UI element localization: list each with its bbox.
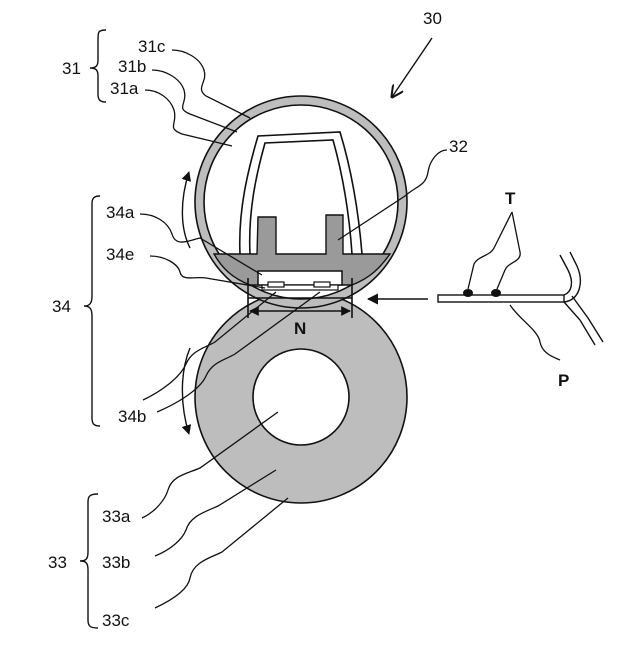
brace-31 (90, 30, 106, 102)
label-34e: 34e (106, 245, 134, 264)
pressure-roller-core (253, 349, 349, 445)
leader-T-1 (468, 212, 512, 289)
toner-particle-1 (463, 289, 473, 297)
label-33b: 33b (102, 553, 130, 572)
label-34b: 34b (118, 407, 146, 426)
braces (80, 30, 106, 628)
leader-31c (172, 50, 250, 118)
label-33c: 33c (102, 611, 130, 630)
label-P: P (558, 371, 569, 390)
brace-34 (84, 196, 100, 426)
paper-guide-stub-2 (572, 296, 603, 342)
paper-body (438, 295, 564, 302)
paper-sheet (438, 252, 603, 345)
nip-label: N (294, 319, 306, 338)
heater-assembly (258, 271, 342, 290)
label-32: 32 (449, 137, 468, 156)
label-33: 33 (48, 553, 67, 572)
label-31a: 31a (110, 79, 139, 98)
toner-particle-2 (491, 289, 501, 297)
arrow-down-left-icon (392, 38, 432, 97)
label-30: 30 (423, 9, 442, 28)
heater-contact-right (314, 282, 330, 287)
brace-33 (80, 494, 98, 628)
leader-31b (152, 70, 237, 132)
leader-P (510, 305, 560, 360)
label-34: 34 (52, 297, 71, 316)
leader-T-2 (497, 212, 520, 289)
paper-trailing-bend-outer (560, 255, 571, 295)
curved-arrow-icon (182, 172, 190, 248)
paper-guide-stub (564, 302, 595, 345)
label-34a: 34a (106, 203, 135, 222)
label-31: 31 (62, 59, 81, 78)
label-31c: 31c (138, 37, 166, 56)
label-31b: 31b (118, 57, 146, 76)
curved-arrow-icon-lower (182, 348, 190, 434)
label-33a: 33a (102, 507, 131, 526)
heater-contact-left (268, 282, 284, 287)
leader-33c (155, 498, 288, 608)
label-T: T (505, 189, 516, 208)
